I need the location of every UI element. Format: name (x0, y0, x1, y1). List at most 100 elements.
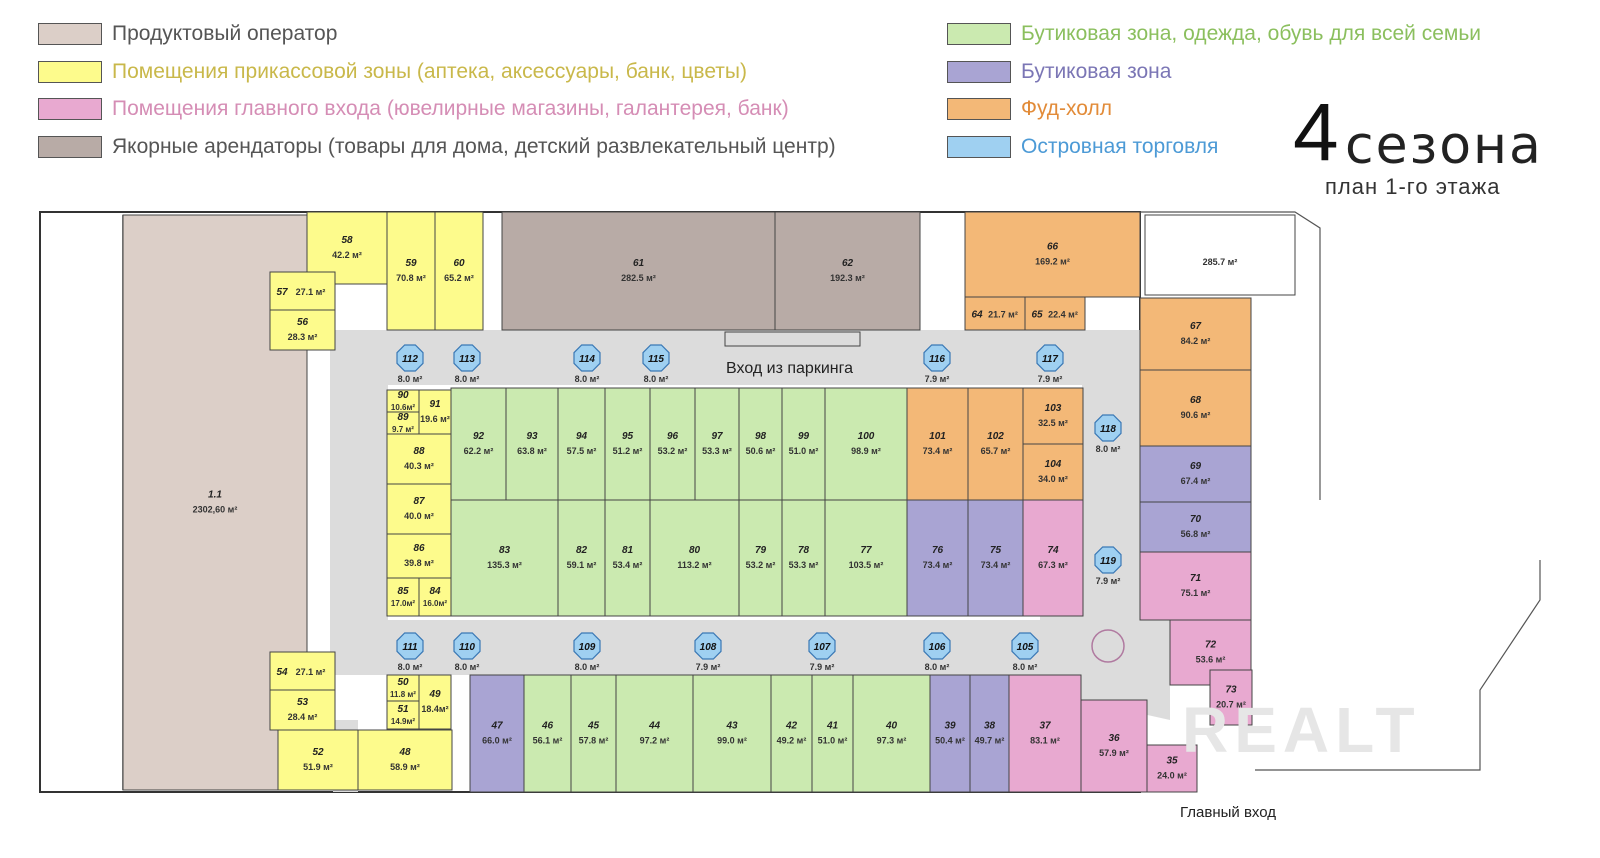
kiosk-area: 8.0 м² (455, 374, 480, 384)
unit-area: 51.9 м² (303, 762, 333, 772)
unit-shape (811, 674, 854, 793)
kiosk-area: 8.0 м² (1013, 662, 1038, 672)
legend-swatch (947, 98, 1011, 120)
unit-shape (964, 211, 1141, 298)
unit-number: 98 (755, 431, 767, 442)
unit-area: 22.4 м² (1048, 310, 1078, 320)
unit-area: 53.3 м² (789, 560, 819, 570)
legend-label: Продуктовый оператор (112, 22, 338, 45)
unit-shape (418, 674, 452, 730)
unit-number: 56 (297, 317, 309, 328)
unit-number: 40 (885, 721, 898, 732)
unit-number: 74 (1047, 545, 1059, 556)
unit-number: 43 (725, 721, 738, 732)
unit-number: 1.1 (208, 490, 222, 501)
unit-number: 42 (785, 721, 798, 732)
unit-area: 58.9 м² (390, 762, 420, 772)
unit-number: 65 (1031, 310, 1043, 321)
unit-number: 61 (633, 258, 645, 269)
unit-number: 93 (526, 431, 538, 442)
unit-area: 28.4 м² (288, 712, 318, 722)
island-kiosk: 111 8.0 м² (396, 632, 424, 672)
kiosk-number: 109 (579, 642, 596, 653)
unit-area: 285.7 м² (1203, 257, 1238, 267)
unit-area: 57.5 м² (567, 446, 597, 456)
unit-shape (969, 674, 1010, 793)
unit-shape (649, 499, 740, 617)
unit-shape (501, 211, 776, 331)
unit-number: 58 (341, 235, 353, 246)
unit-number: 76 (932, 545, 944, 556)
legend-item-food-hall: Фуд-холл (947, 97, 1112, 121)
unit-shape (1146, 744, 1198, 793)
unit-area: 20.7 м² (1216, 700, 1246, 710)
unit-number: 47 (490, 721, 503, 732)
unit-shape (269, 651, 336, 691)
kiosk-shape (1036, 344, 1064, 372)
unit-area: 73.4 м² (981, 560, 1011, 570)
unit-area: 98.9 м² (851, 446, 881, 456)
unit-number: 82 (576, 545, 588, 556)
unit-shape (357, 729, 453, 791)
unit-shape (906, 499, 969, 617)
unit-area: 192.3 м² (830, 273, 865, 283)
unit-shape (1139, 501, 1252, 553)
unit-area: 53.2 м² (746, 560, 776, 570)
unit-number: 60 (453, 258, 465, 269)
unit-area: 53.3 м² (702, 446, 732, 456)
unit-shape (774, 211, 921, 331)
unit-shape (434, 211, 484, 331)
unit-number: 77 (860, 545, 872, 556)
kiosk-area: 8.0 м² (398, 662, 423, 672)
unit-area: 99.0 м² (717, 736, 747, 746)
unit-shape (1080, 699, 1148, 793)
unit-shape (694, 387, 740, 501)
unit-shape (1209, 669, 1253, 726)
unit-shape (557, 387, 606, 501)
kiosk-area: 8.0 м² (925, 662, 950, 672)
unit-number: 73 (1225, 685, 1237, 696)
unit-shape (386, 674, 420, 702)
unit: 76 73.4 м² (906, 499, 969, 617)
legend-swatch (947, 61, 1011, 83)
legend-label: Островная торговля (1021, 135, 1219, 158)
legend-item-entrance: Помещения главного входа (ювелирные мага… (38, 97, 789, 121)
kiosk-shape (453, 344, 481, 372)
unit-shape (738, 499, 783, 617)
unit-number: 103 (1045, 403, 1062, 414)
unit-area: 73.4 м² (923, 560, 953, 570)
unit-area: 113.2 м² (677, 560, 711, 570)
kiosk-number: 111 (402, 642, 418, 653)
unit-shape (269, 309, 336, 351)
unit-number: 36 (1108, 733, 1120, 744)
legend-label: Якорные арендаторы (товары для дома, дет… (112, 135, 836, 158)
unit-number: 79 (755, 545, 767, 556)
legend-label: Бутиковая зона, одежда, обувь для всей с… (1021, 22, 1482, 45)
unit-number: 41 (826, 721, 839, 732)
kiosk-area: 8.0 м² (455, 662, 480, 672)
unit-shape (1008, 674, 1082, 793)
unit-number: 71 (1190, 573, 1202, 584)
